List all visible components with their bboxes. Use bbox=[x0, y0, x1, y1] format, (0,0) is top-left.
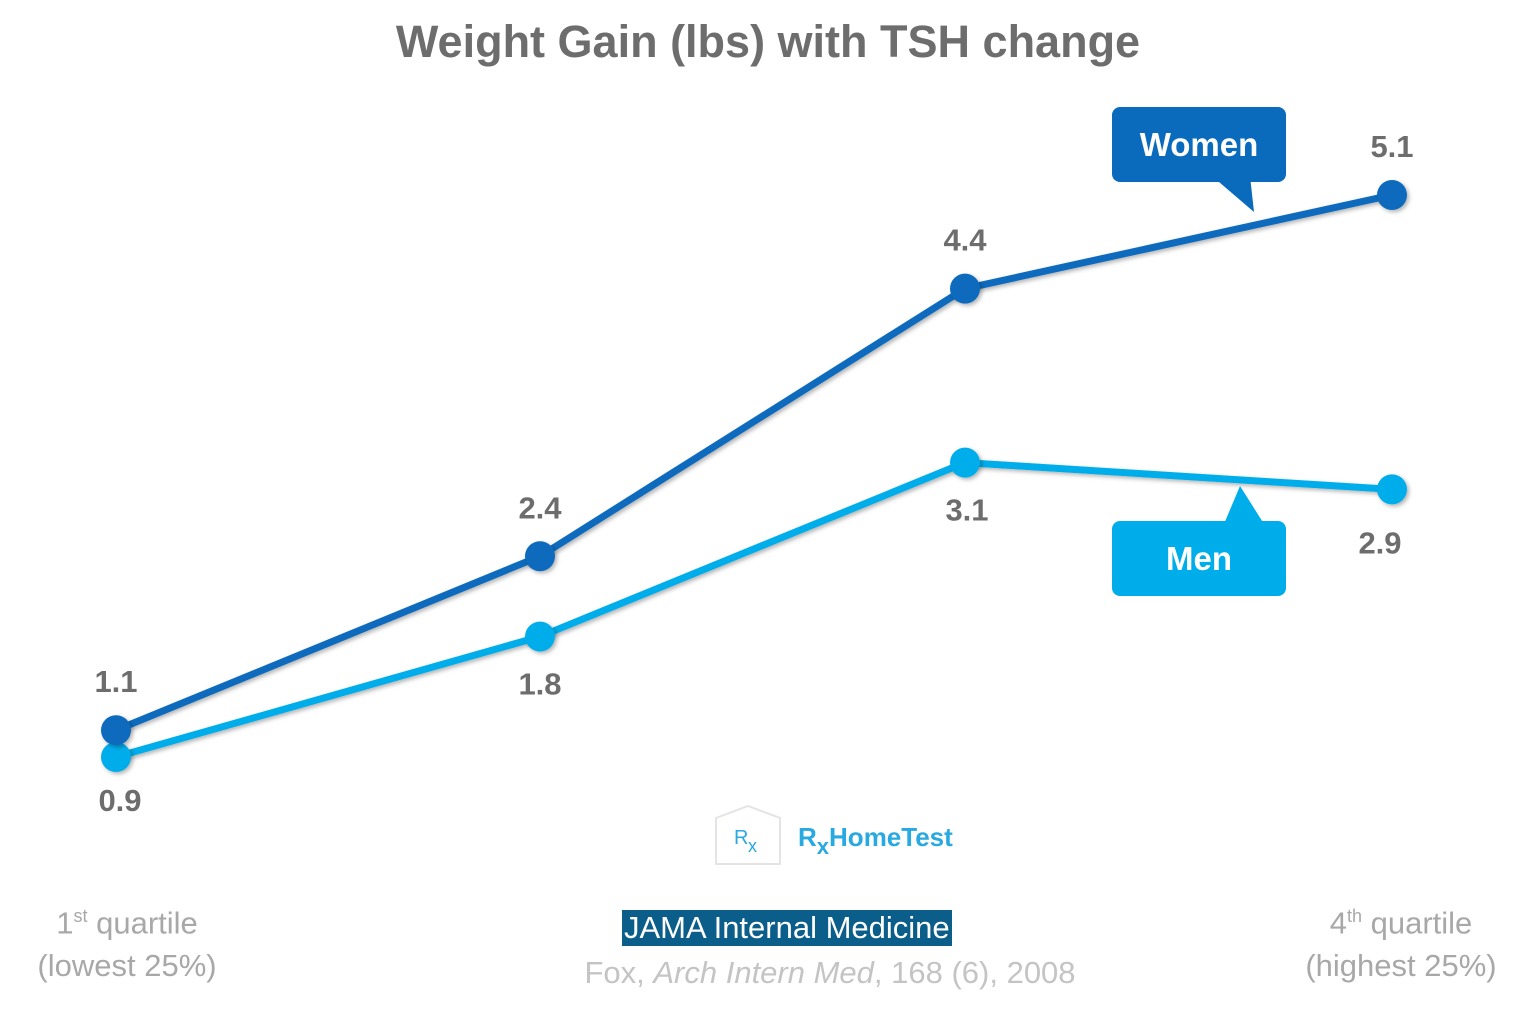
data-point-men-1 bbox=[101, 742, 131, 772]
data-point-women-2 bbox=[525, 541, 555, 572]
chart-title: Weight Gain (lbs) with TSH change bbox=[395, 16, 1141, 67]
data-label-women-4: 5.1 bbox=[1370, 129, 1413, 164]
data-label-women-3: 4.4 bbox=[943, 223, 987, 258]
svg-text:R: R bbox=[734, 827, 748, 849]
series-line-women bbox=[114, 191, 1393, 734]
data-point-women-1 bbox=[101, 715, 131, 746]
legend-men: Men bbox=[1112, 521, 1286, 596]
journal-name: JAMA Internal Medicine bbox=[622, 910, 952, 946]
x-axis-label-last: 4th quartile (highest 25%) bbox=[1305, 905, 1497, 984]
data-label-men-2: 1.8 bbox=[518, 667, 561, 702]
data-label-women-1: 1.1 bbox=[94, 664, 137, 699]
data-point-men-3 bbox=[950, 447, 980, 478]
series-line-men bbox=[115, 459, 1393, 761]
citation: Fox, Arch Intern Med, 168 (6), 2008 bbox=[584, 955, 1076, 990]
data-label-men-4: 2.9 bbox=[1358, 525, 1401, 560]
svg-text:x: x bbox=[748, 836, 757, 856]
data-label-women-2: 2.4 bbox=[518, 490, 562, 525]
women-callout-tail bbox=[1212, 176, 1254, 212]
data-label-men-1: 0.9 bbox=[98, 783, 141, 818]
x-axis-label-first: 1st quartile (lowest 25%) bbox=[37, 905, 217, 984]
legend-women: Women bbox=[1112, 107, 1286, 182]
data-point-women-3 bbox=[950, 273, 980, 304]
men-callout-tail bbox=[1224, 486, 1264, 524]
data-point-men-4 bbox=[1377, 474, 1407, 505]
data-point-women-4 bbox=[1377, 180, 1407, 210]
logo-text: RxHomeTest bbox=[798, 822, 953, 859]
data-point-men-2 bbox=[525, 621, 555, 652]
data-label-men-3: 3.1 bbox=[945, 493, 988, 528]
rx-house-icon: R x bbox=[715, 804, 781, 865]
